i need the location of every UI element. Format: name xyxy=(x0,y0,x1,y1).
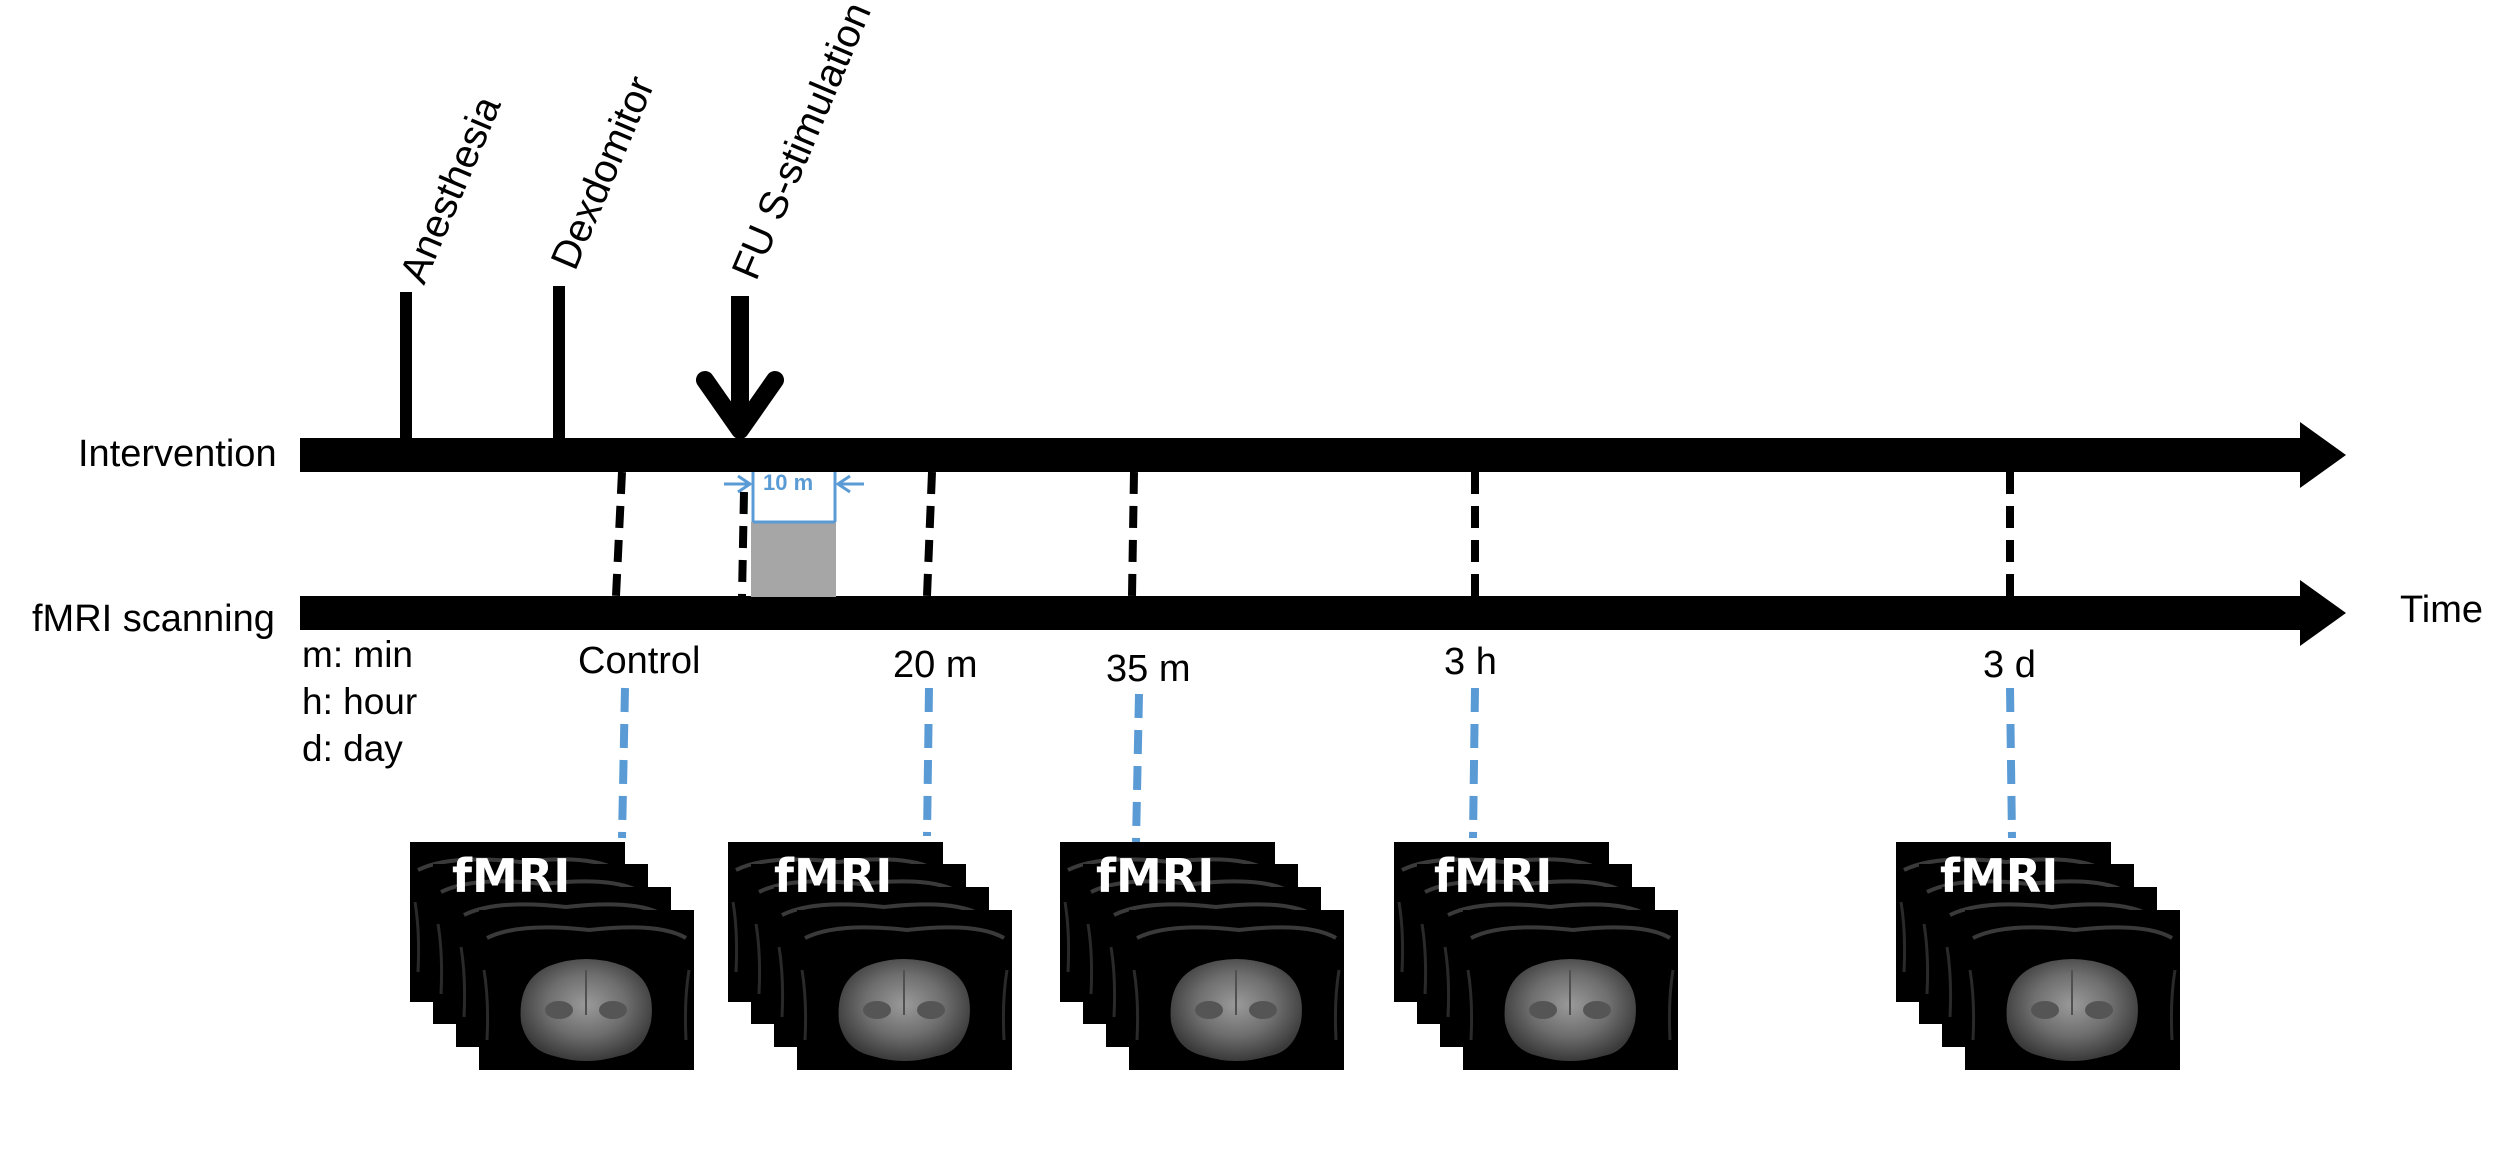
fus-stimulation-arrow-icon xyxy=(696,296,784,439)
dexdomitor-marker xyxy=(553,286,565,440)
time-axis-label: Time xyxy=(2400,589,2483,631)
fmri-stack-title: fMRI xyxy=(1940,849,2058,903)
35m-blue-connector xyxy=(1132,693,1143,843)
fmri-stack-35m: fMRI xyxy=(1060,842,1344,1070)
20m-blue-connector xyxy=(923,687,933,837)
fmri-stack-3d: fMRI xyxy=(1896,842,2180,1070)
3h-blue-connector xyxy=(1469,687,1479,839)
stim-start-black-connector xyxy=(738,491,748,597)
fmri-stack-3h: fMRI xyxy=(1394,842,1678,1070)
fmri-timeline-arrow xyxy=(300,580,2346,646)
dexdomitor-label: Dexdomitor xyxy=(543,70,663,275)
intervention-row-label: Intervention xyxy=(78,433,277,475)
timepoint-label-control: Control xyxy=(578,640,701,682)
3d-blue-connector xyxy=(2006,687,2016,839)
timepoint-label-20m: 20 m xyxy=(893,644,977,686)
intervention-timeline-arrow xyxy=(300,422,2346,488)
fmri-stack-title: fMRI xyxy=(1434,849,1552,903)
anesthesia-label: Anesthesia xyxy=(392,89,510,289)
fmri-stack-title: fMRI xyxy=(452,849,570,903)
fus-stimulation-label: FU S-stimulation xyxy=(724,0,880,286)
35m-black-connector xyxy=(1128,471,1138,597)
timepoint-label-3d: 3 d xyxy=(1983,644,2036,686)
timepoint-label-3h: 3 h xyxy=(1444,641,1497,683)
stimulation-duration-indicator: 10 m xyxy=(724,470,864,597)
control-blue-connector xyxy=(618,687,629,839)
legend-minute: m: min xyxy=(302,634,413,675)
stimulation-period-box xyxy=(751,522,836,597)
fmri-stack-title: fMRI xyxy=(1096,849,1214,903)
fmri-scanning-row-label: fMRI scanning xyxy=(32,598,275,640)
timepoint-label-35m: 35 m xyxy=(1106,648,1190,690)
legend-day: d: day xyxy=(302,728,403,769)
stimulation-duration-label: 10 m xyxy=(763,470,813,495)
20m-black-connector xyxy=(923,471,936,597)
fmri-stack-control: fMRI xyxy=(410,842,694,1070)
legend-hour: h: hour xyxy=(302,681,417,722)
fmri-stack-title: fMRI xyxy=(774,849,892,903)
control-black-connector xyxy=(612,471,626,597)
fmri-stack-20m: fMRI xyxy=(728,842,1012,1070)
anesthesia-marker xyxy=(400,292,412,440)
